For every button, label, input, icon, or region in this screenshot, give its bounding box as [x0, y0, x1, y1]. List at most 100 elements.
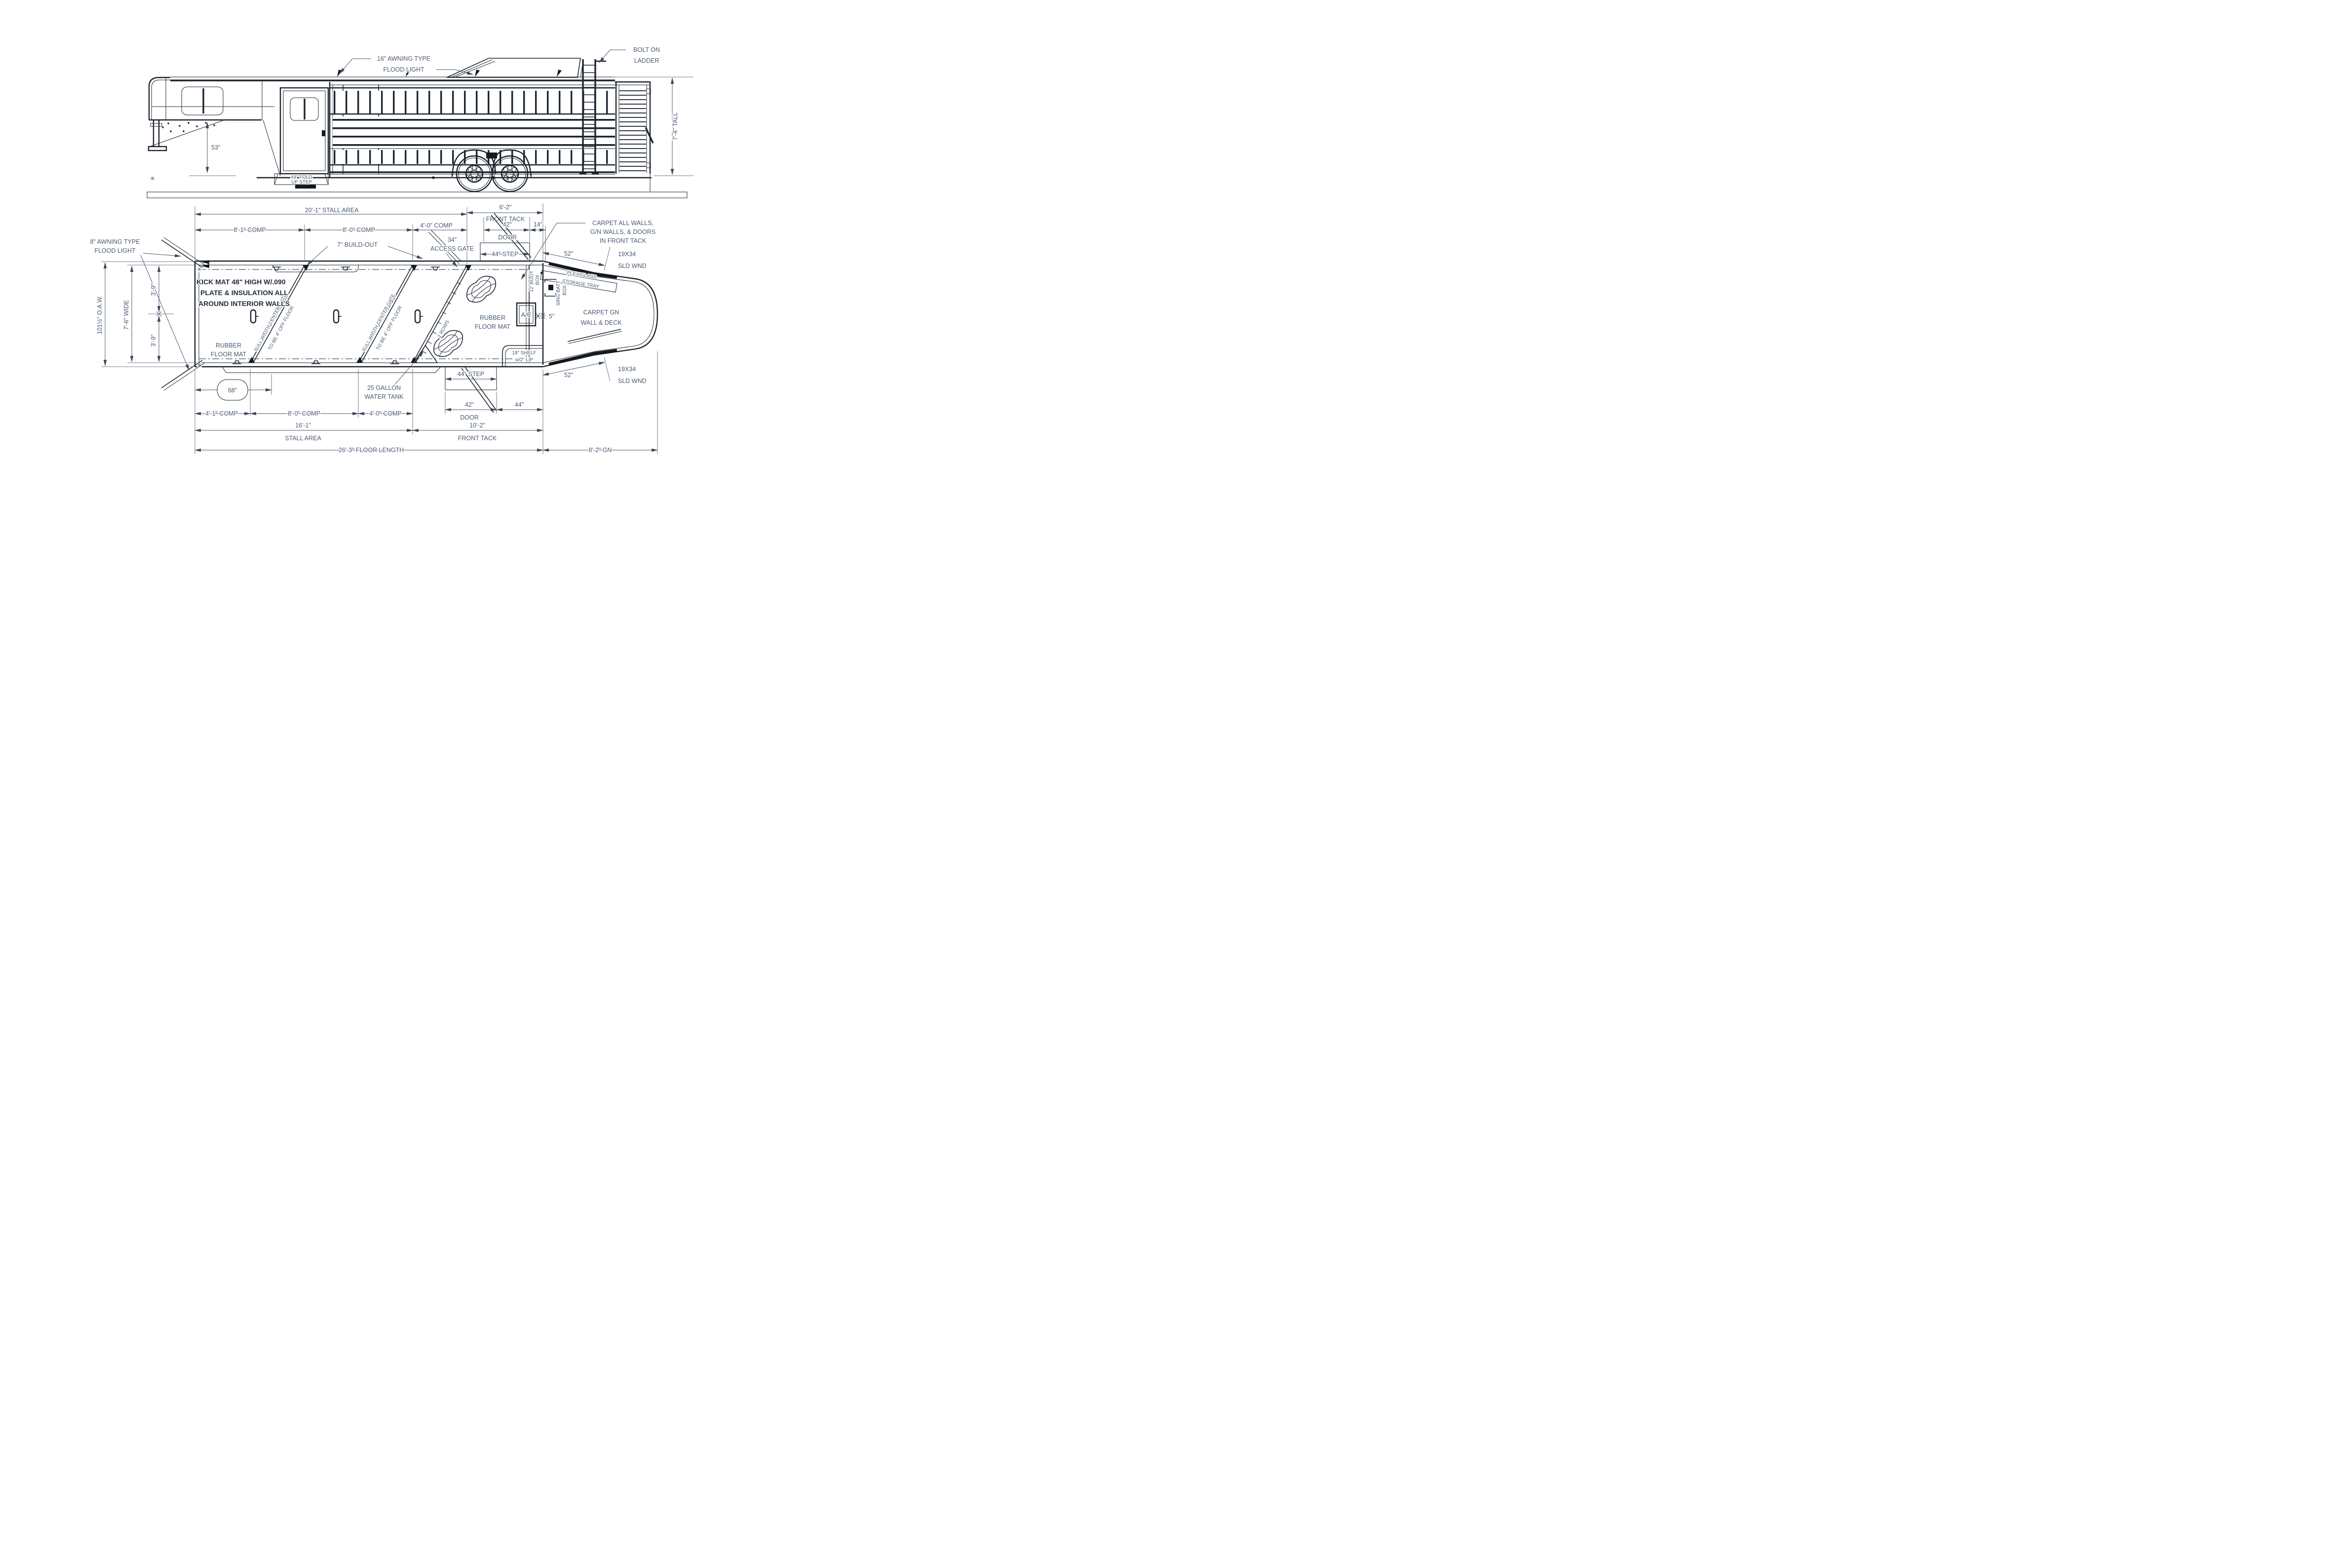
fold-up-step: 44" FOLD UP STEP — [274, 173, 329, 189]
dim-floor-length: 26'-3" FLOOR LENGTH — [339, 447, 404, 454]
top-tack-door: 42" DOOR 14" 44" STEP — [479, 213, 546, 263]
gate-latch-3 — [414, 309, 424, 324]
rubber-mat-label-1a: RUBBER — [216, 342, 241, 349]
dim-door42-top-1: 42" — [503, 221, 512, 228]
window-top-label-1: 19X34 — [618, 251, 636, 258]
access-gate-callout: 34" ACCESS GATE — [429, 235, 475, 268]
hitch-jack: ✳ — [148, 120, 224, 183]
buildout-callout: 7" BUILD-OUT — [307, 240, 424, 266]
dim-oaw: 101½" O.A.W. — [96, 296, 103, 335]
dim-stall-bottom-2: STALL AREA — [285, 435, 321, 442]
gate-hooks — [422, 282, 462, 354]
side-elevation-view: ✳ 53" 44" FOLD UP STEP — [147, 45, 694, 198]
bolt-on-ladder-callout: BOLT ON LADDER — [599, 45, 661, 65]
saddle-rack-2 — [428, 325, 468, 362]
wall-asterisk-top: ✳ — [197, 266, 202, 273]
boot-box-label-2: BOX — [535, 274, 540, 285]
shelf-label-2: w/2" LIP — [515, 357, 534, 363]
dim-52-top: 52" — [564, 250, 573, 257]
dim-stall-bottom-1: 16'-1" — [295, 422, 311, 429]
stock-slat-wall — [329, 82, 615, 179]
kick-note-1: KICK MAT 48" HIGH W/.090 — [196, 278, 286, 286]
carpet-label-1: CARPET ALL WALLS, — [592, 220, 654, 227]
rear-gate — [615, 81, 654, 191]
saddle-rack-1 — [462, 271, 501, 307]
battery-box-label-2: BOX — [562, 285, 568, 295]
flood-light-callout: 16" AWNING TYPE FLOOD LIGHT — [339, 54, 474, 75]
dim-stall-top: 20'-1" STALL AREA — [305, 207, 359, 214]
dim-68: 68" — [194, 369, 272, 416]
bolt-on-ladder — [579, 59, 606, 175]
dim-7-4-tall: 7'-4" TALL — [612, 76, 694, 176]
dim-gn-82: 8'-2" GN — [588, 447, 612, 454]
dim-5-label: 5" — [549, 313, 554, 320]
dim-comp-41: 4'-1" COMP — [205, 410, 238, 417]
water-tank-label-1: 25 GALLON — [367, 384, 401, 391]
ground-strip — [147, 191, 688, 198]
fold-step-label-1: 44" FOLD — [291, 175, 312, 180]
ac-unit: A/C 5" — [516, 302, 555, 327]
trailer-spec-drawing: ✳ 53" 44" FOLD UP STEP — [0, 0, 763, 508]
carpet-label-2: G/N WALLS, & DOORS — [590, 229, 655, 235]
window-top-label-2: SLD WND — [618, 263, 647, 269]
dim-53-label: 53" — [211, 144, 220, 151]
dim-52-bottom: 52" — [564, 372, 573, 379]
dim-fronttack-bottom-2: FRONT TACK — [458, 435, 497, 442]
access-gate-label-2: ACCESS GATE — [430, 245, 474, 252]
center-gate-1 — [248, 265, 309, 363]
water-tank-label-2: WATER TANK — [364, 393, 404, 400]
plan-walls: ✳ ✳ — [194, 260, 543, 373]
flood-light-label-1: 16" AWNING TYPE — [377, 55, 430, 62]
bolt-on-label-2: LADDER — [634, 57, 659, 64]
window-bottom-label-2: SLD WND — [618, 378, 647, 384]
dim-44: 44" — [515, 401, 524, 408]
top-dims: 20'-1" STALL AREA 6'-2" FRONT TACK 8'-1"… — [194, 203, 544, 264]
kick-note-3: AROUND INTERIOR WALLS — [198, 300, 290, 307]
dim-step44-bottom: 44" STEP — [458, 371, 484, 378]
buildout-label: 7" BUILD-OUT — [337, 241, 378, 248]
roof-awning — [446, 58, 584, 78]
gooseneck-window — [181, 86, 224, 115]
drawing-canvas: ✳ 53" 44" FOLD UP STEP — [89, 45, 694, 455]
tandem-wheels — [451, 149, 532, 192]
dim-step44-top: 44" STEP — [492, 251, 518, 258]
boot-box-label-1: 12' BOOT — [529, 270, 535, 292]
gooseneck-nose-plan — [526, 260, 658, 368]
awning8-label-2: FLOOD LIGHT — [94, 247, 136, 254]
gn-window-bottom-dim: 52" 19X34 SLD WND — [542, 357, 647, 385]
ref-asterisk: ✳ — [150, 175, 155, 182]
gn-window-top-dim: 52" 19X34 SLD WND — [542, 246, 647, 271]
cleat — [311, 360, 321, 364]
gate-latch-2 — [333, 309, 343, 324]
cleat — [232, 360, 242, 364]
wheel-right — [491, 155, 529, 192]
dim-wide: 7'-6" WIDE — [123, 300, 130, 330]
dim-14-label: 14" — [534, 221, 542, 228]
entry-door — [279, 87, 329, 175]
rubber-mat-label-2b: FLOOR MAT — [475, 323, 510, 330]
dim-comp-40-bottom: 4'-0" COMP — [369, 410, 402, 417]
carpet-gn-label-2: WALL & DECK — [580, 319, 622, 326]
shelf-18: 18" SHELF w/2" LIP — [502, 345, 543, 366]
dim-door42-bottom-1: 42" — [465, 401, 474, 408]
rivet-dots — [162, 122, 215, 132]
dim-53: 53" — [189, 121, 236, 176]
window-bottom-label-1: 19X34 — [618, 366, 636, 373]
battery-box-label-1: SING BATT — [556, 280, 561, 306]
carpet-gn-label-1: CARPET GN — [583, 309, 619, 316]
carpet-callout: CARPET ALL WALLS, G/N WALLS, & DOORS IN … — [521, 219, 656, 280]
dim-comp-40-top: 4'-0" COMP — [420, 222, 453, 229]
dim-door42-top-2: DOOR — [498, 234, 517, 241]
width-dims: 101½" O.A.W. 7'-6" WIDE 3'-9" 3'-9" — [95, 261, 196, 367]
dim-door42-bottom-2: DOOR — [460, 414, 479, 421]
dim-39-bottom: 3'-9" — [150, 335, 157, 347]
dim-39-top: 3'-9" — [150, 284, 157, 296]
dim-comp-80-bottom: 8'-0" COMP — [288, 410, 320, 417]
dim-fronttack-bottom-1: 10'-2" — [469, 422, 485, 429]
rubber-mat-label-2a: RUBBER — [480, 314, 505, 321]
bottom-tack-door: 44" STEP 42" DOOR 44" — [444, 366, 544, 422]
battery-box: SING BATT BOX — [544, 279, 569, 306]
bottom-dims: 4'-1" COMP 8'-0" COMP 4'-0" COMP 16'-1" … — [194, 351, 658, 455]
rubber-mat-label-1b: FLOOR MAT — [211, 351, 246, 358]
shelf-label-1: 18" SHELF — [512, 350, 537, 356]
